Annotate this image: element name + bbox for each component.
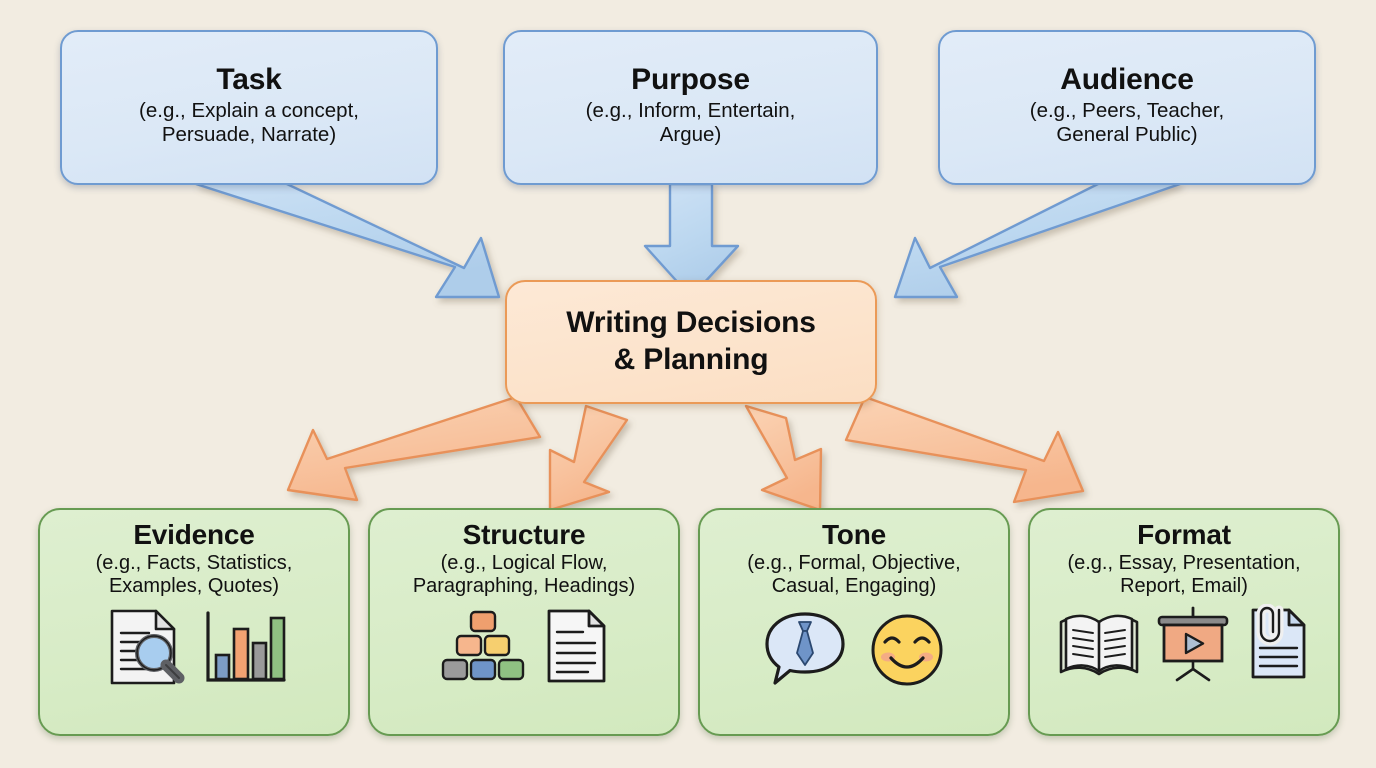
document-paperclip-icon [1251, 604, 1306, 679]
node-format-icons [1057, 604, 1311, 682]
node-audience[interactable]: Audience (e.g., Peers, Teacher, General … [938, 30, 1316, 185]
arrow-center-to-evidence [286, 395, 542, 502]
node-evidence-icons [102, 607, 286, 687]
document-magnifier-icon [110, 610, 185, 685]
node-audience-subtitle: (e.g., Peers, Teacher, General Public) [1029, 98, 1225, 146]
node-format-title: Format [1137, 519, 1231, 550]
block-pyramid-icon [441, 611, 525, 681]
node-format[interactable]: Format (e.g., Essay, Presentation, Repor… [1028, 508, 1340, 736]
node-center-line1: Writing Decisions [566, 306, 816, 340]
node-evidence-subtitle: (e.g., Facts, Statistics, Examples, Quot… [95, 551, 293, 598]
node-evidence-title: Evidence [133, 519, 255, 550]
open-book-icon [1059, 615, 1139, 676]
node-task[interactable]: Task (e.g., Explain a concept, Persuade,… [60, 30, 438, 185]
node-purpose-subtitle: (e.g., Inform, Entertain, Argue) [585, 98, 796, 146]
node-tone-subtitle: (e.g., Formal, Objective, Casual, Engagi… [747, 551, 961, 598]
node-tone-title: Tone [821, 519, 886, 550]
document-lines-icon [547, 610, 606, 683]
arrow-task-to-center [194, 164, 501, 299]
arrow-audience-to-center [893, 164, 1182, 299]
node-evidence[interactable]: Evidence (e.g., Facts, Statistics, Examp… [38, 508, 350, 736]
node-format-subtitle: (e.g., Essay, Presentation, Report, Emai… [1067, 551, 1301, 598]
speech-bubble-necktie-icon [765, 612, 845, 686]
node-writing-decisions[interactable]: Writing Decisions & Planning [505, 280, 877, 404]
node-task-title: Task [216, 63, 282, 97]
arrow-center-to-format [844, 395, 1085, 504]
node-purpose-title: Purpose [631, 63, 750, 97]
node-tone-icons [763, 610, 945, 688]
node-structure-subtitle: (e.g., Logical Flow, Paragraphing, Headi… [412, 551, 636, 598]
arrow-center-to-tone [744, 404, 823, 512]
node-structure[interactable]: Structure (e.g., Logical Flow, Paragraph… [368, 508, 680, 736]
node-task-subtitle: (e.g., Explain a concept, Persuade, Narr… [139, 98, 359, 146]
presentation-screen-icon [1157, 607, 1229, 682]
node-tone[interactable]: Tone (e.g., Formal, Objective, Casual, E… [698, 508, 1010, 736]
node-audience-title: Audience [1060, 63, 1194, 97]
bar-chart-icon [206, 611, 286, 683]
node-center-line2: & Planning [613, 343, 769, 376]
node-purpose[interactable]: Purpose (e.g., Inform, Entertain, Argue) [503, 30, 878, 185]
smiley-face-icon [871, 614, 943, 686]
node-structure-title: Structure [462, 519, 586, 550]
arrow-center-to-structure [548, 404, 629, 512]
node-structure-icons [439, 607, 609, 685]
